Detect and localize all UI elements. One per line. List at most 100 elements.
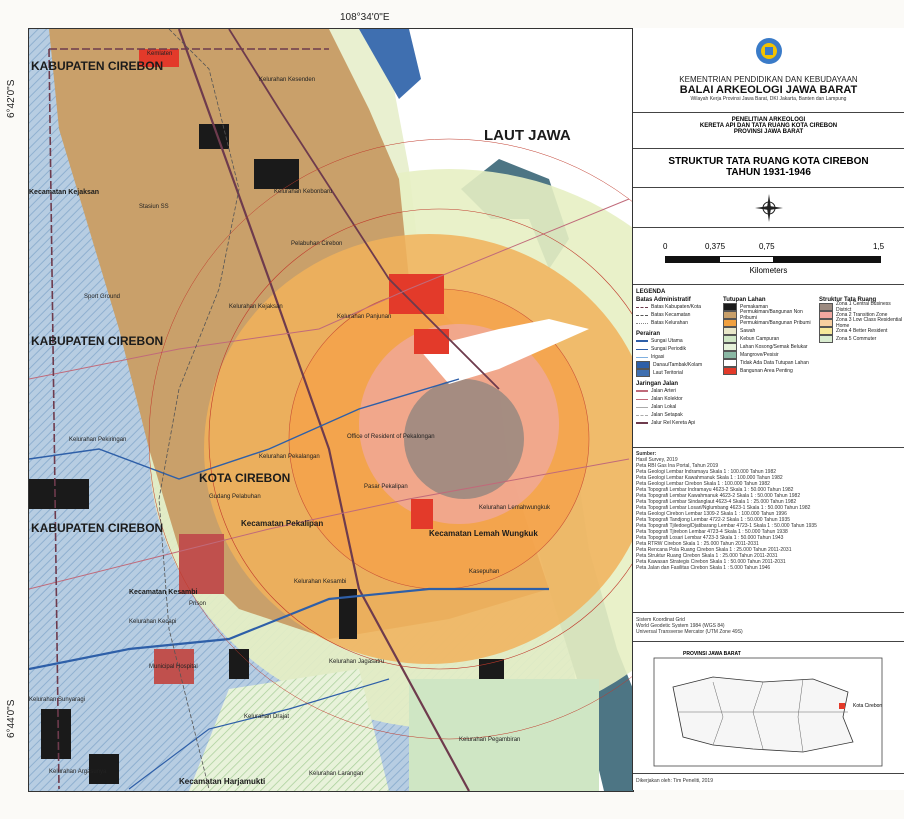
landcover-legend-item: Sawah [723,327,813,335]
cemetery-4 [339,589,357,639]
source-line: Peta Jalan dan Fasilitas Cirebon Skala 1… [636,565,771,571]
label-kec-lemahwungkuk: Kecamatan Lemah Wungkuk [429,529,538,538]
source-line: Hasil Survey, 2019 [636,457,678,463]
landcover-legend-item: Kebun Campuran [723,335,813,343]
source-line: Peta RTRW Cirebon Skala 1 : 25.000 Tahun… [636,541,759,547]
structure-legend-item: Zona 4 Better Resident [819,327,904,335]
landcover-label: Pemakaman [740,304,769,310]
place-label: Kelurahan Kejaksan [229,304,283,310]
label-kec-harjamukti: Kecamatan Harjamukti [179,777,266,786]
irrigation-canal [128,678,390,790]
important-building-hospital [154,649,194,684]
landcover-legend-item: Permukiman/Bangunan Pribumi [723,319,813,327]
landcover-swatch [723,303,737,311]
place-label: Sport Ground [84,294,121,300]
legend-title: LEGENDA [636,289,666,295]
place-label: Kelurahan Kebonbaru [274,189,333,195]
work-region: Wilayah Kerja Provinsi Jawa Barat, DKI J… [690,96,847,102]
landcover-label: Permukiman/Bangunan Non Pribumi [740,309,803,321]
source-line: Peta Rencana Pola Ruang Cirebon Skala 1 … [636,547,792,553]
label-kota-cirebon: KOTA CIREBON [199,471,291,485]
structure-label: Zona 2 Transition Zone [836,312,888,318]
cemetery-7 [41,709,71,759]
place-label: Pelabuhan Cirebon [291,241,343,247]
collector-road [29,458,630,590]
research-line-1: PENELITIAN ARKEOLOGI [731,117,806,123]
zone-boundary-commuter [148,138,633,740]
scale-tick: 1,5 [873,242,885,251]
scale-tick: 0 [663,242,668,251]
structure-swatch [819,311,833,319]
place-label: Municipal Hospital [149,664,198,670]
structure-label: Zona 1 Central Business District [836,301,891,313]
river-secondary [29,378,460,480]
admin-boundary [48,48,329,790]
source-line: Peta Topografi Losari Lembar 4723-3 Skal… [636,535,784,541]
cemetery-2 [254,159,299,189]
landcover-legend-item: Permukiman/Bangunan Non Pribumi [723,309,813,321]
structure-swatch [819,303,833,311]
source-line: Peta Topografi Lembar Kawahmanuk 4623-2 … [636,493,801,499]
label-kec-kejaksan: Kecamatan Kejaksan [29,189,100,196]
structure-label: Zona 3 Low Class Residential Home [836,317,903,329]
inset-map-box: PROVINSI JAWA BARAT Kota Cirebon [633,643,904,774]
place-label: Pasar Pekalipan [364,484,408,490]
structure-legend-item: Zona 2 Transition Zone [819,311,904,319]
cemetery-8 [89,754,119,784]
important-building-market [411,499,433,529]
source-line: Peta Struktur Ruang Cirebon Skala 1 : 25… [636,553,778,559]
place-label: Prison [189,601,207,607]
railway-branch [228,29,500,390]
research-line-2: KERETA API DAN TATA RUANG KOTA CIREBON [699,123,838,129]
scale-tick: 0,375 [705,242,726,251]
cemetery-9 [229,649,249,679]
source-line: Peta Geologi Cirebon Lembar 1309-2 Skala… [636,511,787,517]
research-box: PENELITIAN ARKEOLOGI KERETA API DAN TATA… [633,113,904,149]
sea-water-strip [359,29,421,99]
place-label: Kelurahan Kecapi [129,619,177,625]
source-line: Peta Topografi Tandjong Lembar 4722-2 Sk… [636,517,791,523]
place-label: Kelurahan Lemahwungkuk [479,505,551,511]
source-line: Peta Geologi Lembar Indramayu Skala 1 : … [636,469,777,475]
landcover-swatch [723,319,737,327]
label-kec-pekalipan: Kecamatan Pekalipan [241,519,324,528]
landcover-swatch [723,367,737,375]
place-label: Gudang Pelabuhan [209,494,261,500]
north-arrow-icon [754,194,783,222]
label-kabupaten-south: KABUPATEN CIREBON [31,521,164,535]
left-latitude-top-label: 6°42'0"S [6,79,17,118]
landcover-label: Lahan Kosong/Semak Belukar [740,344,808,350]
place-label: Kelurahan Pekalangan [259,454,320,460]
landcover-swatch [723,343,737,351]
place-label: Kemlaten [147,51,173,57]
structure-swatch [819,319,833,327]
label-kabupaten-north: KABUPATEN CIREBON [31,59,164,73]
zone-1-cbd [404,379,524,499]
label-kec-kesambi: Kecamatan Kesambi [129,589,198,596]
map-canvas[interactable]: KABUPATEN CIREBON KABUPATEN CIREBON KABU… [28,28,634,792]
source-line: Peta Topografi Lembar Losari/Nglumbang 4… [636,505,811,511]
north-arrow-box [633,189,904,228]
left-latitude-bottom-label: 6°44'0"S [6,699,17,738]
structure-swatch [819,327,833,335]
mixed-garden [189,669,389,791]
landcover-swatch [723,335,737,343]
structure-legend-item: Zona 3 Low Class Residential Home [819,317,904,329]
place-label: Kelurahan Drajat [244,714,290,720]
cemetery-3 [29,479,89,509]
place-label: Kelurahan Pekiringan [69,437,127,443]
landcover-label: Sawah [740,328,756,334]
institution-name: BALAI ARKEOLOGI JAWA BARAT [679,84,858,96]
inset-title: PROVINSI JAWA BARAT [683,651,741,657]
map-title-line-1: STRUKTUR TATA RUANG KOTA CIREBON [668,156,869,167]
place-label: Kelurahan Larangan [309,771,364,777]
rice-field [409,679,599,791]
legend-admin: Batas Administratif Batas Kabupaten/Kota… [636,297,703,426]
source-line: Peta Geologi Lembar Kawahmanuk Skala 1 :… [636,475,783,481]
inset-marker-label: Kota Cirebon [853,703,883,709]
landcover-swatch [723,351,737,359]
landcover-legend-item: Pemakaman [723,303,813,311]
